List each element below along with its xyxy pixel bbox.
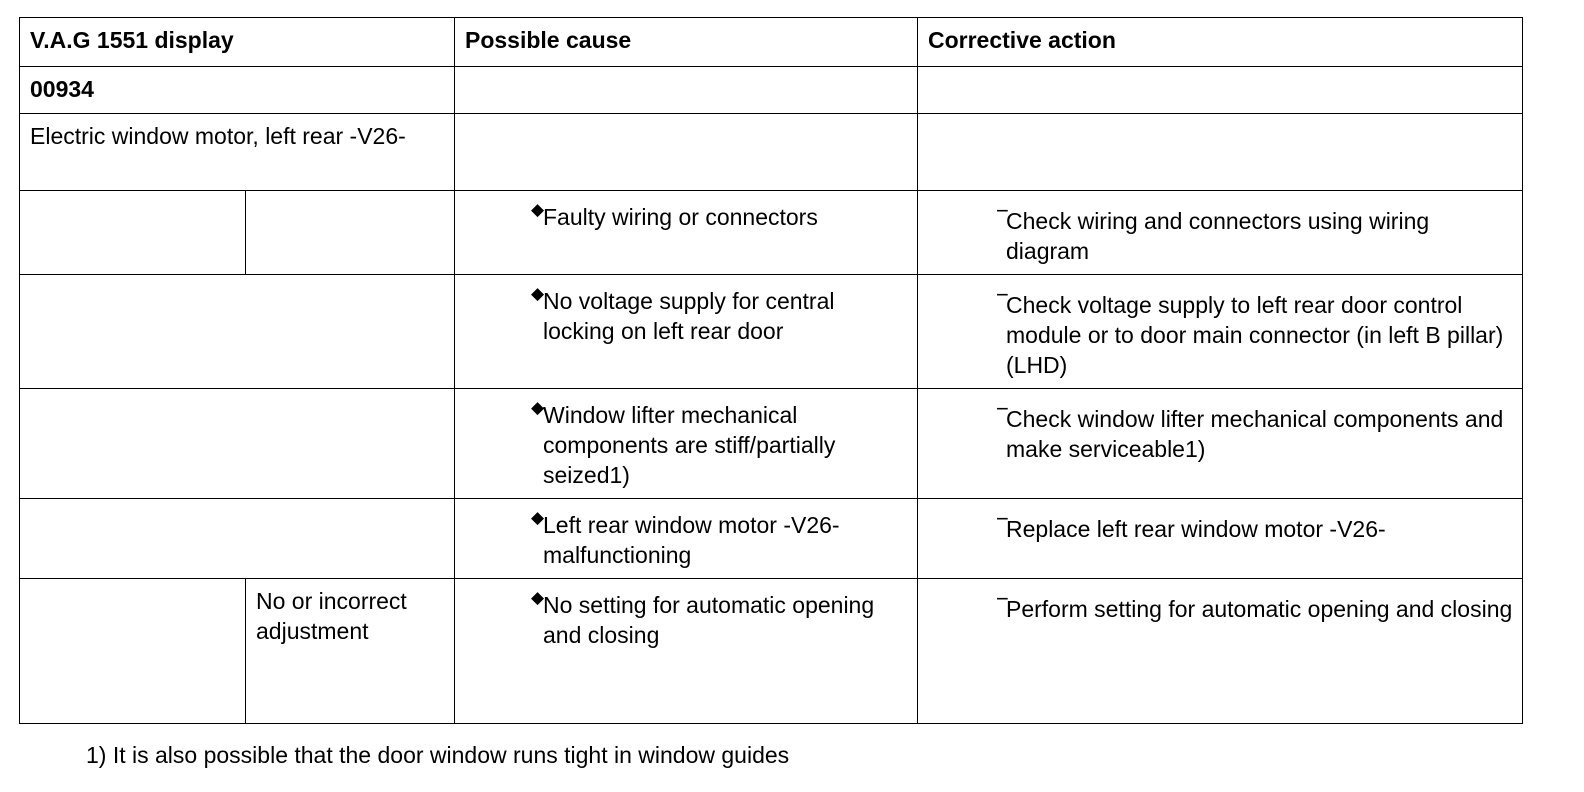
empty-cell [19,190,246,275]
action-cell: − Perform setting for automatic opening … [917,578,1523,724]
table-row: ◆ Left rear window motor -V26- malfuncti… [19,498,1523,579]
fault-name: Electric window motor, left rear -V26- [19,113,455,191]
cause-cell: ◆ No voltage supply for central locking … [454,274,918,389]
sub-condition: No or incorrect adjustment [245,578,455,724]
action-text: Check voltage supply to left rear door c… [1006,292,1504,378]
empty-cell [19,578,246,724]
cause-cell: ◆ Faulty wiring or connectors [454,190,918,275]
bullet-icon: ◆ [531,398,545,417]
footnote: 1) It is also possible that the door win… [86,742,790,768]
cause-cell: ◆ No setting for automatic opening and c… [454,578,918,724]
dash-icon: − [996,282,1009,307]
action-cell: − Check window lifter mechanical compone… [917,388,1523,499]
cause-text: Left rear window motor -V26- malfunction… [543,512,840,568]
empty-cell [454,113,918,191]
action-text: Check wiring and connectors using wiring… [1006,208,1430,264]
cause-cell: ◆ Window lifter mechanical components ar… [454,388,918,499]
dash-icon: − [996,586,1009,611]
dash-icon: − [996,506,1009,531]
action-cell: − Check wiring and connectors using wiri… [917,190,1523,275]
table-row: ◆ Faulty wiring or connectors − Check wi… [19,190,1523,275]
fault-code-row: 00934 [19,66,1523,114]
cause-text: No setting for automatic opening and clo… [543,592,875,648]
fault-code: 00934 [19,66,455,114]
sub-condition [19,498,455,579]
cause-text: Faulty wiring or connectors [543,204,818,230]
sub-condition [245,190,455,275]
table-row: No or incorrect adjustment ◆ No setting … [19,578,1523,724]
header-display: V.A.G 1551 display [19,17,455,67]
bullet-icon: ◆ [531,284,545,303]
cause-text: Window lifter mechanical components are … [543,402,836,488]
bullet-icon: ◆ [531,200,545,219]
action-text: Replace left rear window motor -V26- [1006,516,1386,542]
bullet-icon: ◆ [531,508,545,527]
action-cell: − Replace left rear window motor -V26- [917,498,1523,579]
empty-cell [454,66,918,114]
table-row: ◆ Window lifter mechanical components ar… [19,388,1523,499]
dash-icon: − [996,198,1009,223]
action-cell: − Check voltage supply to left rear door… [917,274,1523,389]
empty-cell [917,113,1523,191]
cause-text: No voltage supply for central locking on… [543,288,835,344]
sub-condition [19,388,455,499]
table-row: ◆ No voltage supply for central locking … [19,274,1523,389]
cause-cell: ◆ Left rear window motor -V26- malfuncti… [454,498,918,579]
bullet-icon: ◆ [531,588,545,607]
sub-condition [19,274,455,389]
fault-diagnosis-table: V.A.G 1551 display Possible cause Correc… [19,17,1523,724]
table-header-row: V.A.G 1551 display Possible cause Correc… [19,17,1523,67]
action-text: Perform setting for automatic opening an… [1006,596,1513,622]
header-action: Corrective action [917,17,1523,67]
fault-name-row: Electric window motor, left rear -V26- [19,113,1523,191]
dash-icon: − [996,396,1009,421]
header-cause: Possible cause [454,17,918,67]
action-text: Check window lifter mechanical component… [1006,406,1504,462]
empty-cell [917,66,1523,114]
